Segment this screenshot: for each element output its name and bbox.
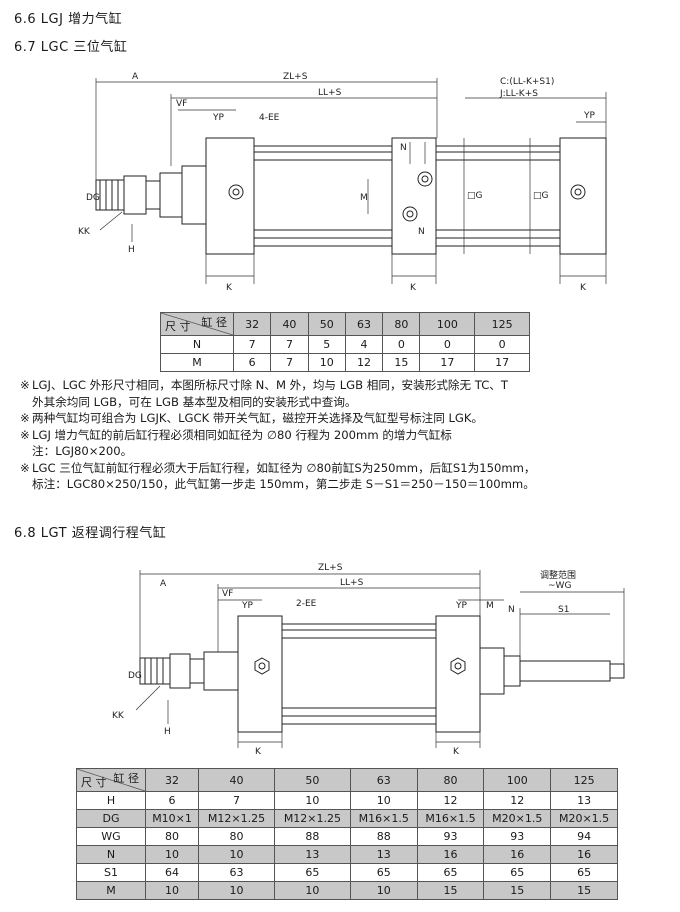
note-line: ※LGC 三位气缸前缸行程必须大于后缸行程，如缸径为 ∅80前缸S为250mm，…	[20, 460, 536, 475]
dim-label-yp-rear: YP	[583, 111, 595, 121]
dim-label-ee: 4-EE	[259, 113, 280, 123]
dim-label-zl: ZL+S	[318, 563, 343, 573]
table-row: DG M10×1 M12×1.25 M12×1.25 M16×1.5 M16×1…	[76, 809, 618, 828]
table-row: N 7 7 5 4 0 0 0	[160, 335, 530, 354]
table-lgt-dimensions: 缸 径 尺 寸 32 40 50 63 80 100 125 H 6 7 10 …	[76, 768, 618, 900]
dim-label-k-rear: K	[453, 747, 460, 757]
section-title-6-7: 6.7 LGC 三位气缸	[14, 40, 128, 55]
col-header: 100	[419, 312, 476, 336]
dim-label-adjust-range: 调整范围	[540, 569, 576, 581]
table-row: N 10 10 13 13 16 16 16	[76, 845, 618, 864]
cylinder-drawing-lgj-lgc: A ZL+S LL+S VF YP 4-EE C:(LL-K+S1) J:LL-…	[78, 72, 607, 293]
note-line: ※两种气缸均可组合为 LGJK、LGCK 带开关气缸，磁控开关选择及气缸型号标注…	[20, 411, 484, 425]
dim-label-vf: VF	[176, 99, 187, 109]
dim-label-j: J:LL-K+S	[499, 89, 538, 99]
dim-label-kk: KK	[78, 227, 91, 237]
col-header: 32	[144, 768, 200, 792]
dim-label-dg: DG	[86, 193, 100, 203]
dim-label-yp: YP	[212, 113, 224, 123]
note-line: ※LGJ、LGC 外形尺寸相同，本图所标尺寸除 N、M 外，均与 LGB 相同，…	[20, 378, 508, 392]
table-corner-cell: 缸 径 尺 寸	[160, 312, 234, 336]
dim-label-dg: DG	[128, 671, 142, 681]
dim-label-zl: ZL+S	[283, 72, 308, 82]
section-title-6-6: 6.6 LGJ 增力气缸	[14, 12, 123, 27]
col-header: 125	[474, 312, 530, 336]
col-header: 100	[483, 768, 552, 792]
note-line: 外其余均同 LGB，可在 LGB 基本型及相同的安装形式中查询。	[32, 394, 357, 409]
dim-label-m: M	[360, 193, 368, 203]
note-line: 标注：LGC80×250/150，此气缸第一步走 150mm，第二步走 S－S1…	[32, 477, 535, 491]
col-header: 40	[270, 312, 309, 336]
dim-label-a: A	[132, 72, 139, 82]
dim-label-n: N	[508, 605, 515, 615]
table-row: M 6 7 10 12 15 17 17	[160, 353, 530, 372]
table-row: H 6 7 10 10 12 12 13	[76, 791, 618, 810]
dim-label-h: H	[128, 245, 135, 255]
dim-label-c: C:(LL-K+S1)	[500, 77, 554, 87]
col-header: 50	[307, 312, 346, 336]
dim-label-a: A	[160, 579, 167, 589]
dim-label-wg: ~WG	[548, 581, 571, 591]
col-header: 50	[273, 768, 351, 792]
table-row: M 10 10 10 10 15 15 15	[76, 881, 618, 900]
dim-label-n-lower: N	[418, 227, 425, 237]
table-n-m-dimensions: 缸 径 尺 寸 32 40 50 63 80 100 125 N 7 7 5 4…	[160, 312, 530, 372]
col-header: 63	[344, 312, 384, 336]
table-row: S1 64 63 65 65 65 65 65	[76, 863, 618, 882]
dim-label-m: M	[486, 601, 494, 611]
col-header: 32	[232, 312, 272, 336]
dim-label-h: H	[164, 727, 171, 737]
dim-label-k-front: K	[255, 747, 262, 757]
notes-block: ※LGJ、LGC 外形尺寸相同，本图所标尺寸除 N、M 外，均与 LGB 相同，…	[20, 377, 672, 493]
col-header: 80	[416, 768, 485, 792]
dim-label-yp-rear: YP	[455, 601, 467, 611]
dim-label-vf: VF	[222, 589, 233, 599]
table-row: WG 80 80 88 88 93 93 94	[76, 827, 618, 846]
dim-label-k-front: K	[226, 283, 233, 293]
dim-label-n: N	[400, 143, 407, 153]
col-header: 125	[550, 768, 618, 792]
cylinder-drawing-lgt: ZL+S LL+S A VF YP 2-EE YP M 调整范围 ~WG N S…	[112, 563, 625, 757]
dim-label-ee: 2-EE	[296, 599, 317, 609]
dim-label-k-rear: K	[580, 283, 587, 293]
dim-label-ll: LL+S	[340, 578, 364, 588]
col-header: 40	[198, 768, 275, 792]
dim-label-k-middle: K	[410, 283, 417, 293]
col-header: 80	[382, 312, 421, 336]
note-line: 注：LGJ80×200。	[32, 444, 133, 458]
dim-label-ll: LL+S	[318, 88, 342, 98]
dim-label-s1: S1	[558, 605, 569, 615]
table-corner-cell: 缸 径 尺 寸	[76, 768, 146, 792]
section-title-6-8: 6.8 LGT 返程调行程气缸	[14, 526, 167, 541]
col-header: 63	[349, 768, 418, 792]
dim-label-kk: KK	[112, 711, 125, 721]
dim-label-g-rear: □G	[533, 191, 549, 201]
dim-label-yp: YP	[241, 601, 253, 611]
note-line: ※LGJ 增力气缸的前后缸行程必须相同如缸径为 ∅80 行程为 200mm 的增…	[20, 427, 452, 442]
dim-label-g-middle: □G	[467, 191, 483, 201]
